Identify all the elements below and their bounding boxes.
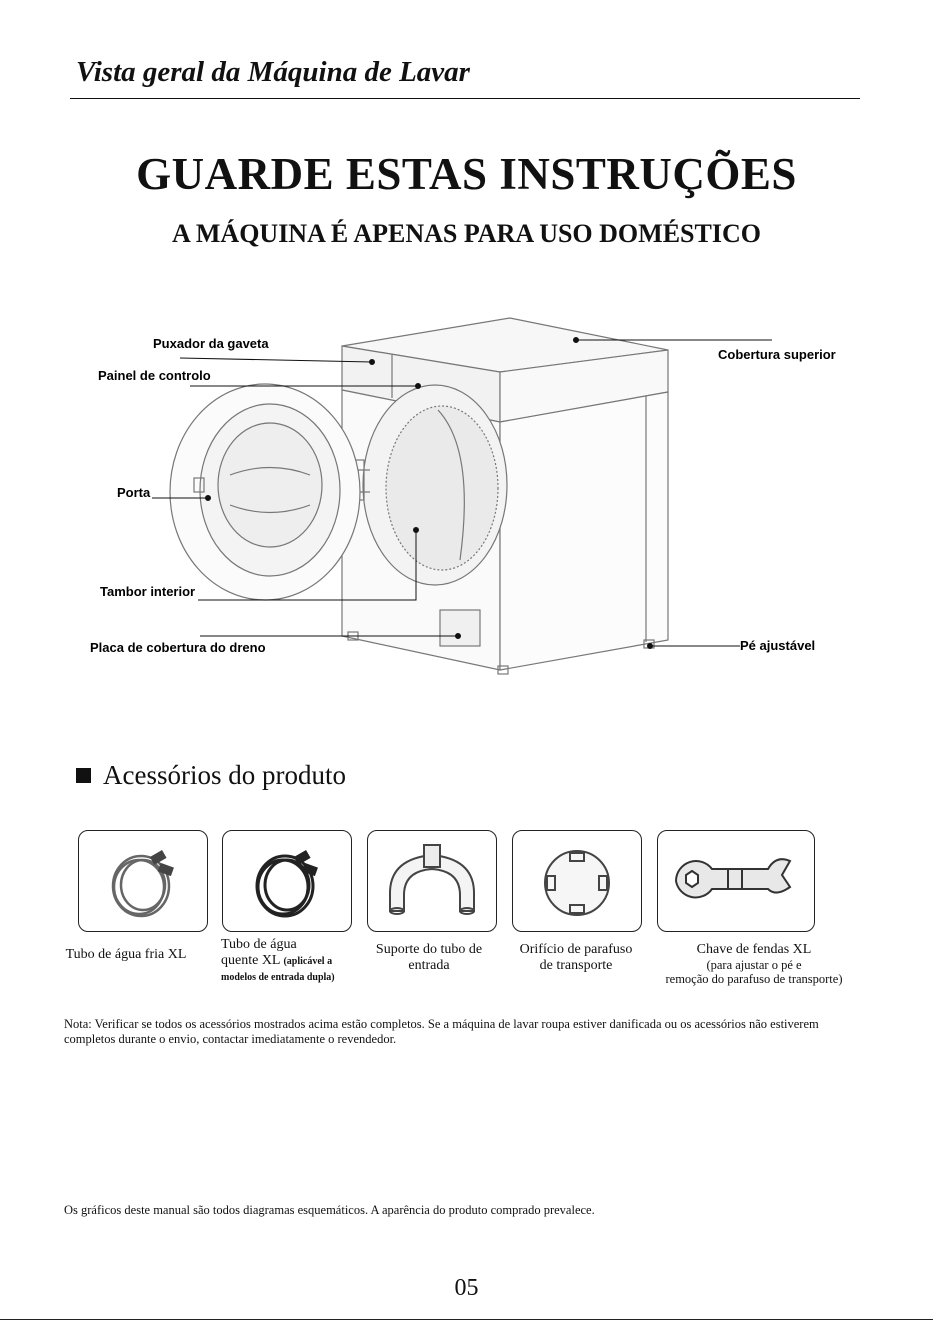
accessories-note: Nota: Verificar se todos os acessórios m… xyxy=(64,1017,819,1046)
label-top-cover: Cobertura superior xyxy=(718,347,836,362)
hose-bracket-image xyxy=(367,830,497,932)
wrench-image xyxy=(657,830,815,932)
caption-hose-bracket-line1: Suporte do tubo de xyxy=(375,942,483,957)
caption-hot-hose: Tubo de água quente XL (aplicável a mode… xyxy=(221,937,361,985)
bullet-square-icon xyxy=(76,768,91,783)
wrench-icon xyxy=(674,858,792,899)
label-inner-drum: Tambor interior xyxy=(100,584,195,599)
caption-wrench-sub1: (para ajustar o pé e xyxy=(706,958,802,973)
label-drawer-handle: Puxador da gaveta xyxy=(153,336,269,351)
caption-transport-plug: Orifício de parafuso de transporte xyxy=(505,942,647,974)
section-title: Vista geral da Máquina de Lavar xyxy=(76,56,470,88)
caption-wrench: Chave de fendas XL (para ajustar o pé e … xyxy=(646,942,862,987)
label-door: Porta xyxy=(117,485,151,500)
caption-transport-plug-line1: Orifício de parafuso xyxy=(519,942,633,957)
accessories-heading-text: Acessórios do produto xyxy=(103,760,346,790)
washing-machine-diagram: Puxador da gaveta Painel de controlo Por… xyxy=(80,310,860,700)
caption-hose-bracket-line2: entrada xyxy=(408,958,450,974)
accessories-heading: Acessórios do produto xyxy=(76,760,346,791)
caption-wrench-name: Chave de fendas XL xyxy=(696,942,812,957)
cold-hose-image xyxy=(78,830,208,932)
caption-hose-bracket: Suporte do tubo de entrada xyxy=(360,942,498,974)
caption-transport-plug-line2: de transporte xyxy=(539,958,613,974)
bottom-rule xyxy=(0,1319,933,1320)
transport-plug-image xyxy=(512,830,642,932)
caption-hot-hose-line1: Tubo de água xyxy=(221,937,297,952)
sub-heading: A MÁQUINA É APENAS PARA USO DOMÉSTICO xyxy=(172,219,761,248)
caption-wrench-sub2: remoção do parafuso de transporte) xyxy=(665,972,843,987)
label-control-panel: Painel de controlo xyxy=(98,368,211,383)
label-adjustable-foot: Pé ajustável xyxy=(740,638,815,653)
hot-hose-icon xyxy=(255,850,318,918)
caption-cold-hose-text: Tubo de água fria XL xyxy=(65,947,187,962)
cold-hose-icon xyxy=(111,850,174,918)
page-number: 05 xyxy=(454,1275,479,1301)
main-heading: GUARDE ESTAS INSTRUÇÕES xyxy=(136,149,797,199)
hose-bracket-icon xyxy=(389,844,475,915)
label-drain-cover: Placa de cobertura do dreno xyxy=(90,640,266,655)
title-rule xyxy=(70,98,860,99)
transport-plug-icon xyxy=(544,850,610,916)
footer-note: Os gráficos deste manual são todos diagr… xyxy=(64,1203,595,1217)
washing-machine-illustration: Puxador da gaveta Painel de controlo Por… xyxy=(90,317,836,675)
caption-hot-hose-note: (aplicável a modelos de entrada dupla) xyxy=(221,956,335,984)
caption-hot-hose-line2: quente XL xyxy=(221,953,280,969)
hot-hose-image xyxy=(222,830,352,932)
caption-cold-hose: Tubo de água fria XL xyxy=(56,947,196,963)
